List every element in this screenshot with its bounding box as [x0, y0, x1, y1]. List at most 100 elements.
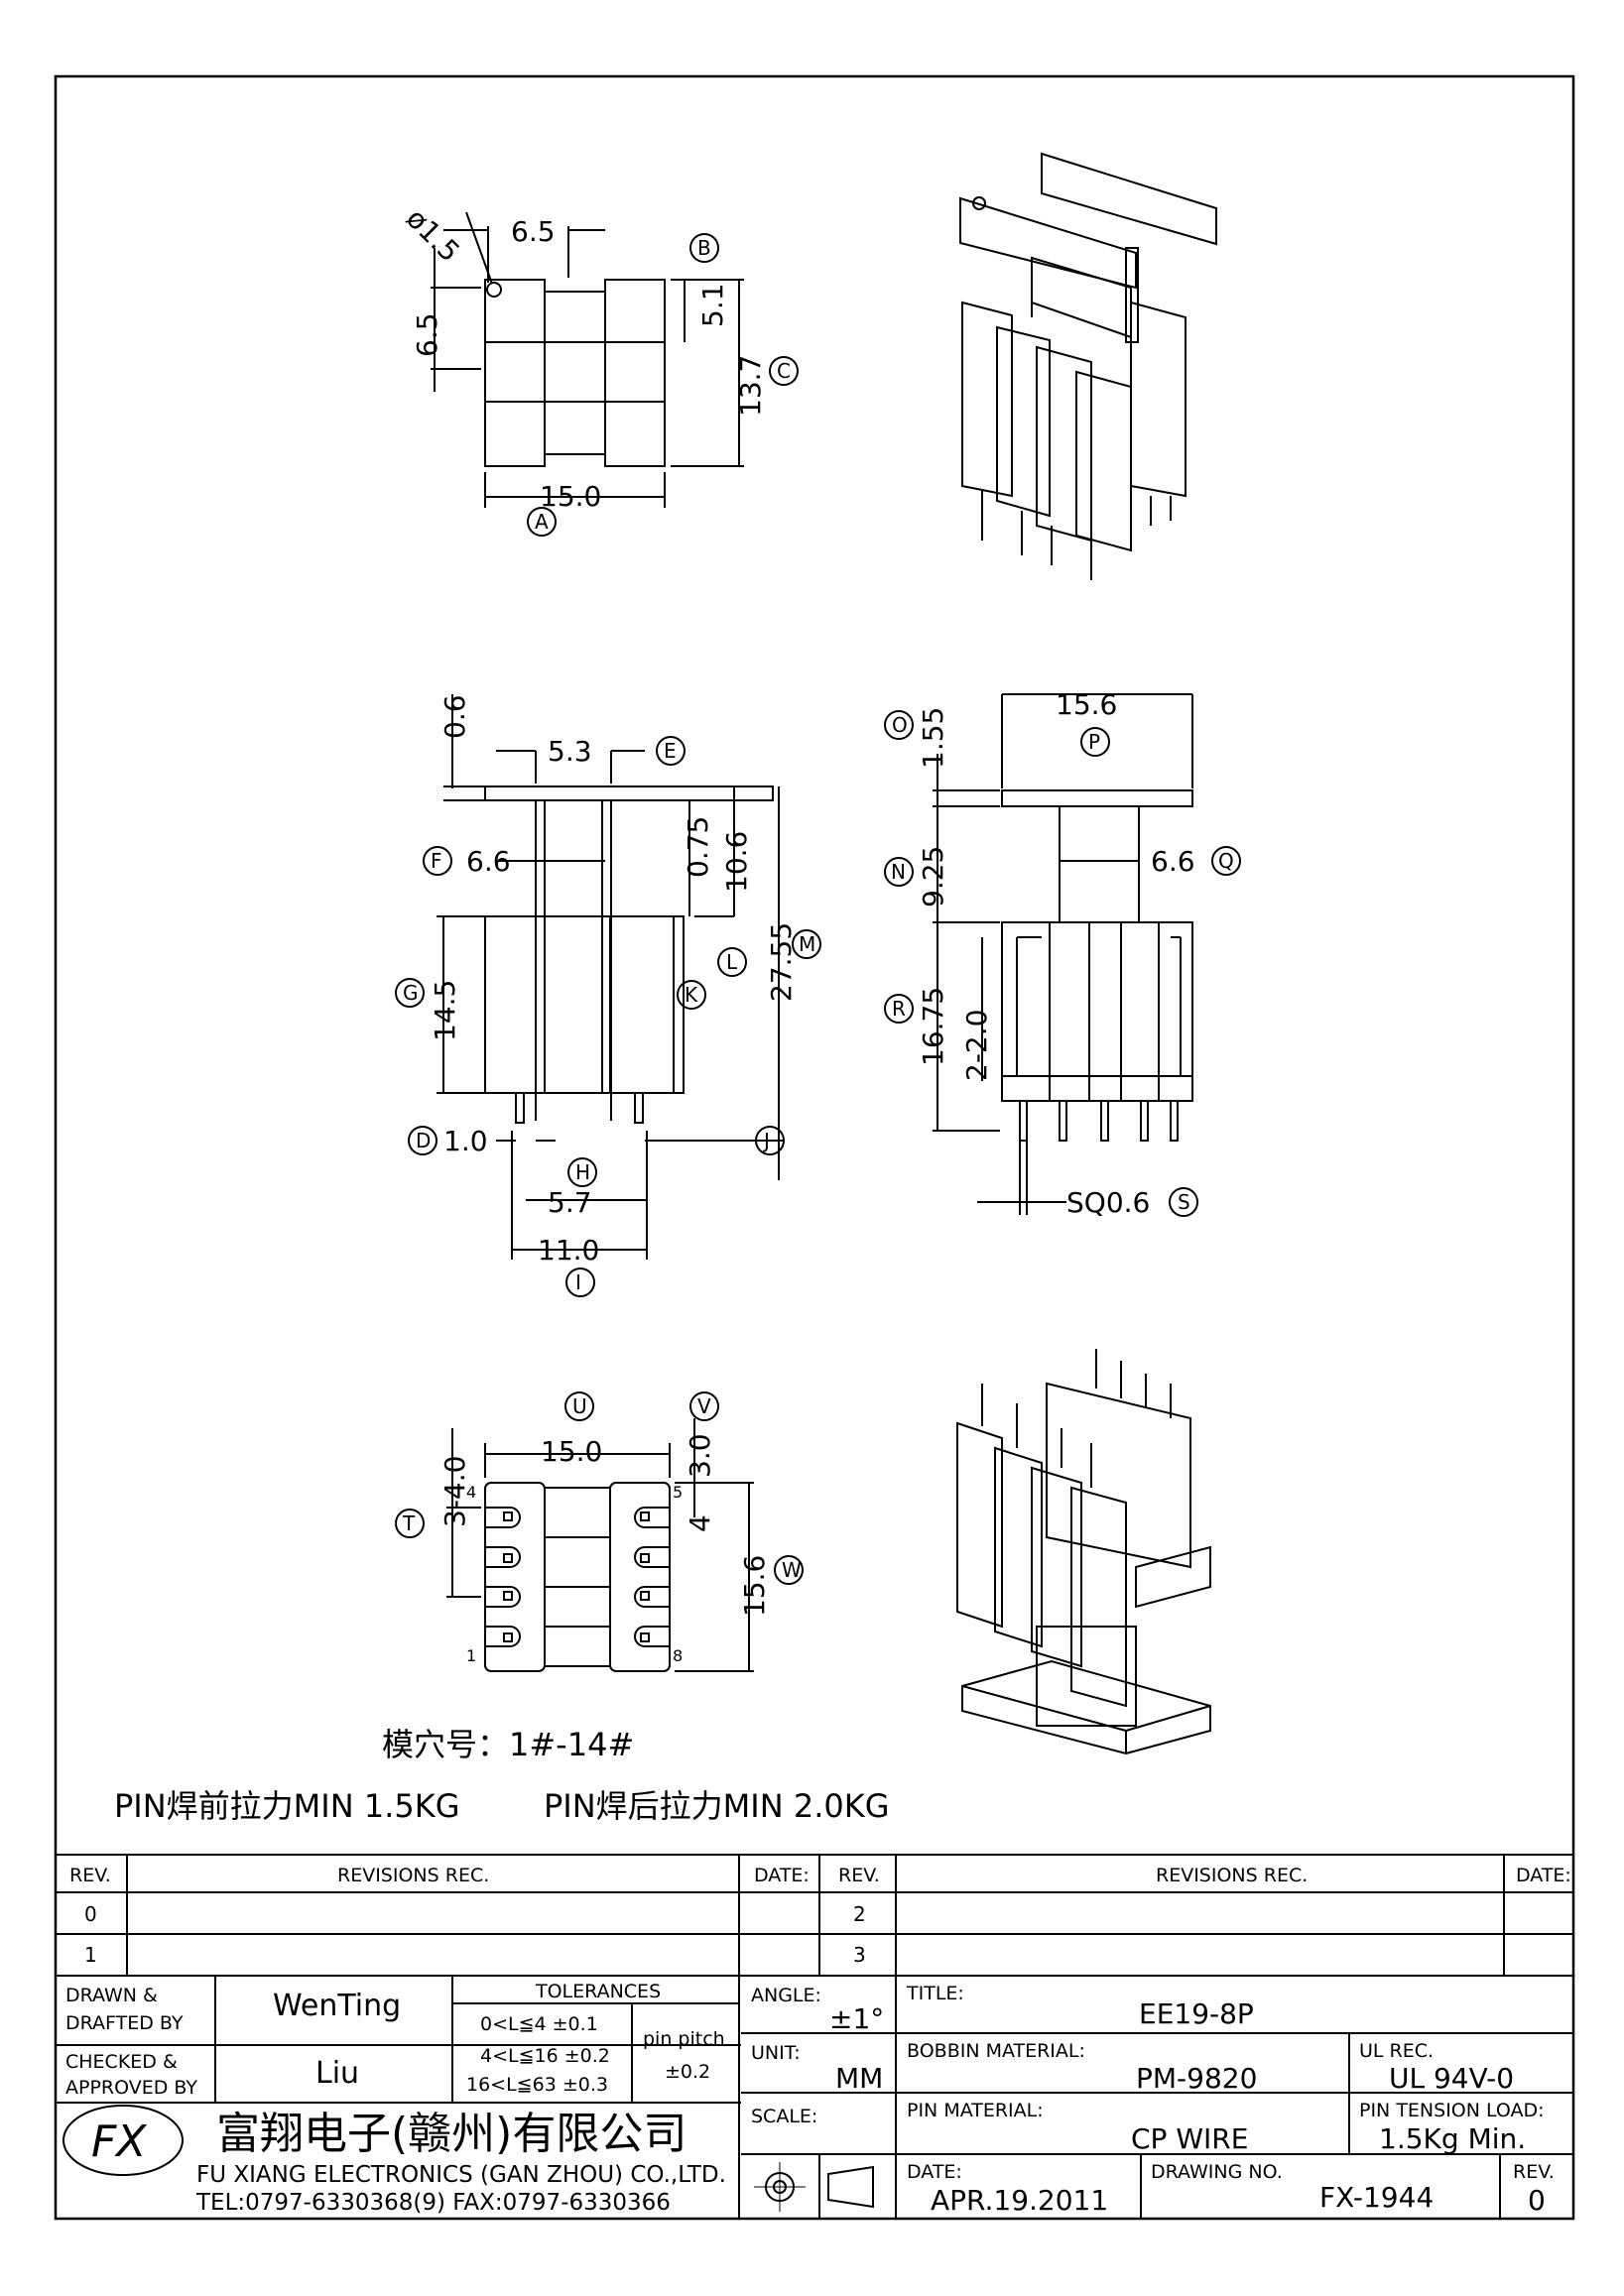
dim-15-6-bottom: 15.6 — [738, 1555, 771, 1617]
company-name-en: FU XIANG ELECTRONICS (GAN ZHOU) CO.,LTD. — [196, 2162, 726, 2188]
label-L: L — [726, 950, 738, 974]
dim-0-6: 0.6 — [438, 694, 471, 739]
angle-label: ANGLE: — [751, 1985, 821, 2006]
label-D: D — [416, 1129, 431, 1152]
label-O: O — [892, 713, 908, 737]
rev-row-1: 1 — [84, 1943, 97, 1967]
drawing-no-value: FX-1944 — [1319, 2181, 1434, 2214]
rev-row-3: 3 — [853, 1943, 866, 1967]
rev-value: 0 — [1528, 2184, 1546, 2217]
ul-label: UL REC. — [1359, 2040, 1434, 2062]
pin-number-8: 8 — [673, 1646, 683, 1665]
pin-number-1: 1 — [466, 1646, 476, 1665]
iso-view-top — [959, 152, 1217, 580]
dim-6-6-side: 6.6 — [1151, 845, 1195, 878]
pin-number-4: 4 — [466, 1483, 476, 1502]
dim-14-5: 14.5 — [429, 980, 461, 1041]
top-view — [431, 211, 799, 537]
label-T: T — [402, 1511, 416, 1535]
label-M: M — [799, 932, 815, 956]
label-R: R — [892, 997, 906, 1021]
pin-pitch-value: ±0.2 — [665, 2061, 710, 2083]
label-V: V — [697, 1394, 711, 1418]
rev-header-left: REV. — [69, 1865, 111, 1886]
iso-view-bottom — [956, 1349, 1211, 1755]
checked-label-2: APPROVED BY — [65, 2077, 197, 2099]
unit-value: MM — [835, 2062, 883, 2095]
label-N: N — [891, 860, 906, 884]
dim-6-5-h: 6.5 — [411, 312, 443, 357]
dim-9-25: 9.25 — [917, 846, 949, 907]
company-name-cn: 富翔电子(赣州)有限公司 — [216, 2109, 687, 2159]
angle-value: ±1° — [829, 2002, 884, 2035]
dim-dia: ø1.5 — [400, 202, 466, 269]
dim-15-6-side: 15.6 — [1056, 688, 1117, 721]
dim-3-4-0: 3-4.0 — [438, 1456, 471, 1527]
label-C: C — [777, 359, 791, 383]
dim-1-55: 1.55 — [917, 707, 949, 769]
date-label: DATE: — [907, 2161, 962, 2183]
dim-6-6-front: 6.6 — [466, 845, 511, 878]
dim-1-0: 1.0 — [443, 1125, 488, 1157]
pin-material-label: PIN MATERIAL: — [907, 2100, 1044, 2121]
dim-5-7: 5.7 — [548, 1186, 592, 1219]
drawn-by-value: WenTing — [273, 1989, 401, 2023]
dim-11-0: 11.0 — [538, 1234, 599, 1267]
side-view — [884, 693, 1241, 1217]
date-header-right: DATE: — [1516, 1865, 1571, 1886]
date-value: APR.19.2011 — [931, 2184, 1108, 2217]
dim-5-1: 5.1 — [696, 283, 729, 327]
bobbin-value: PM-9820 — [1136, 2062, 1257, 2095]
label-Q: Q — [1218, 849, 1234, 873]
label-K: K — [685, 983, 698, 1007]
date-header-left: DATE: — [754, 1865, 810, 1886]
rev-row-0: 0 — [84, 1902, 97, 1926]
rev-row-2: 2 — [853, 1902, 866, 1926]
title-value: EE19-8P — [1139, 1997, 1254, 2030]
tolerance-row-1: 0<L≦4 ±0.1 — [480, 2013, 598, 2035]
drawn-label-2: DRAFTED BY — [65, 2012, 184, 2034]
drawing-no-label: DRAWING NO. — [1151, 2161, 1283, 2183]
tolerance-row-2: 4<L≦16 ±0.2 — [480, 2045, 610, 2067]
label-B: B — [697, 236, 711, 260]
revisions-header-right: REVISIONS REC. — [1156, 1865, 1308, 1886]
note-cavity: 模穴号：1#-14# — [382, 1726, 634, 1763]
dim-15-0-top: 15.0 — [540, 480, 601, 513]
label-E: E — [664, 739, 677, 763]
note-pull-before: PIN焊前拉力MIN 1.5KG — [114, 1787, 460, 1825]
company-contact: TEL:0797-6330368(9) FAX:0797-6330366 — [195, 2190, 671, 2216]
note-pull-after: PIN焊后拉力MIN 2.0KG — [544, 1787, 890, 1825]
pin1-marker — [486, 282, 502, 298]
ul-value: UL 94V-0 — [1389, 2062, 1514, 2095]
label-A: A — [535, 510, 549, 534]
dim-13-7: 13.7 — [734, 355, 767, 417]
label-P: P — [1088, 730, 1100, 754]
dim-4: 4 — [684, 1514, 716, 1532]
label-G: G — [403, 981, 419, 1005]
rev-label: REV. — [1513, 2161, 1555, 2183]
title-block — [56, 1854, 1573, 2219]
pin-number-5: 5 — [673, 1483, 683, 1502]
tension-label: PIN TENSION LOAD: — [1359, 2100, 1545, 2121]
label-W: W — [782, 1558, 802, 1582]
bottom-view — [395, 1391, 804, 1672]
label-I: I — [575, 1270, 581, 1294]
bobbin-label: BOBBIN MATERIAL: — [907, 2040, 1085, 2062]
dim-6-5-w: 6.5 — [511, 215, 556, 248]
revisions-header-left: REVISIONS REC. — [337, 1865, 489, 1886]
tolerance-row-3: 16<L≦63 ±0.3 — [466, 2074, 608, 2096]
scale-label: SCALE: — [751, 2106, 817, 2127]
pin-pitch-label: pin pitch — [643, 2028, 725, 2050]
unit-label: UNIT: — [751, 2042, 801, 2064]
dim-27-55: 27.55 — [765, 922, 798, 1002]
tolerances-header: TOLERANCES — [535, 1981, 661, 2002]
dim-16-75: 16.75 — [917, 987, 949, 1066]
dim-2-2-0: 2-2.0 — [960, 1010, 993, 1081]
logo-text: FX — [91, 2116, 147, 2167]
label-H: H — [575, 1160, 590, 1184]
drawn-label-1: DRAWN & — [65, 1985, 158, 2006]
logo-fx — [62, 2105, 184, 2176]
dim-3-0: 3.0 — [684, 1433, 716, 1478]
